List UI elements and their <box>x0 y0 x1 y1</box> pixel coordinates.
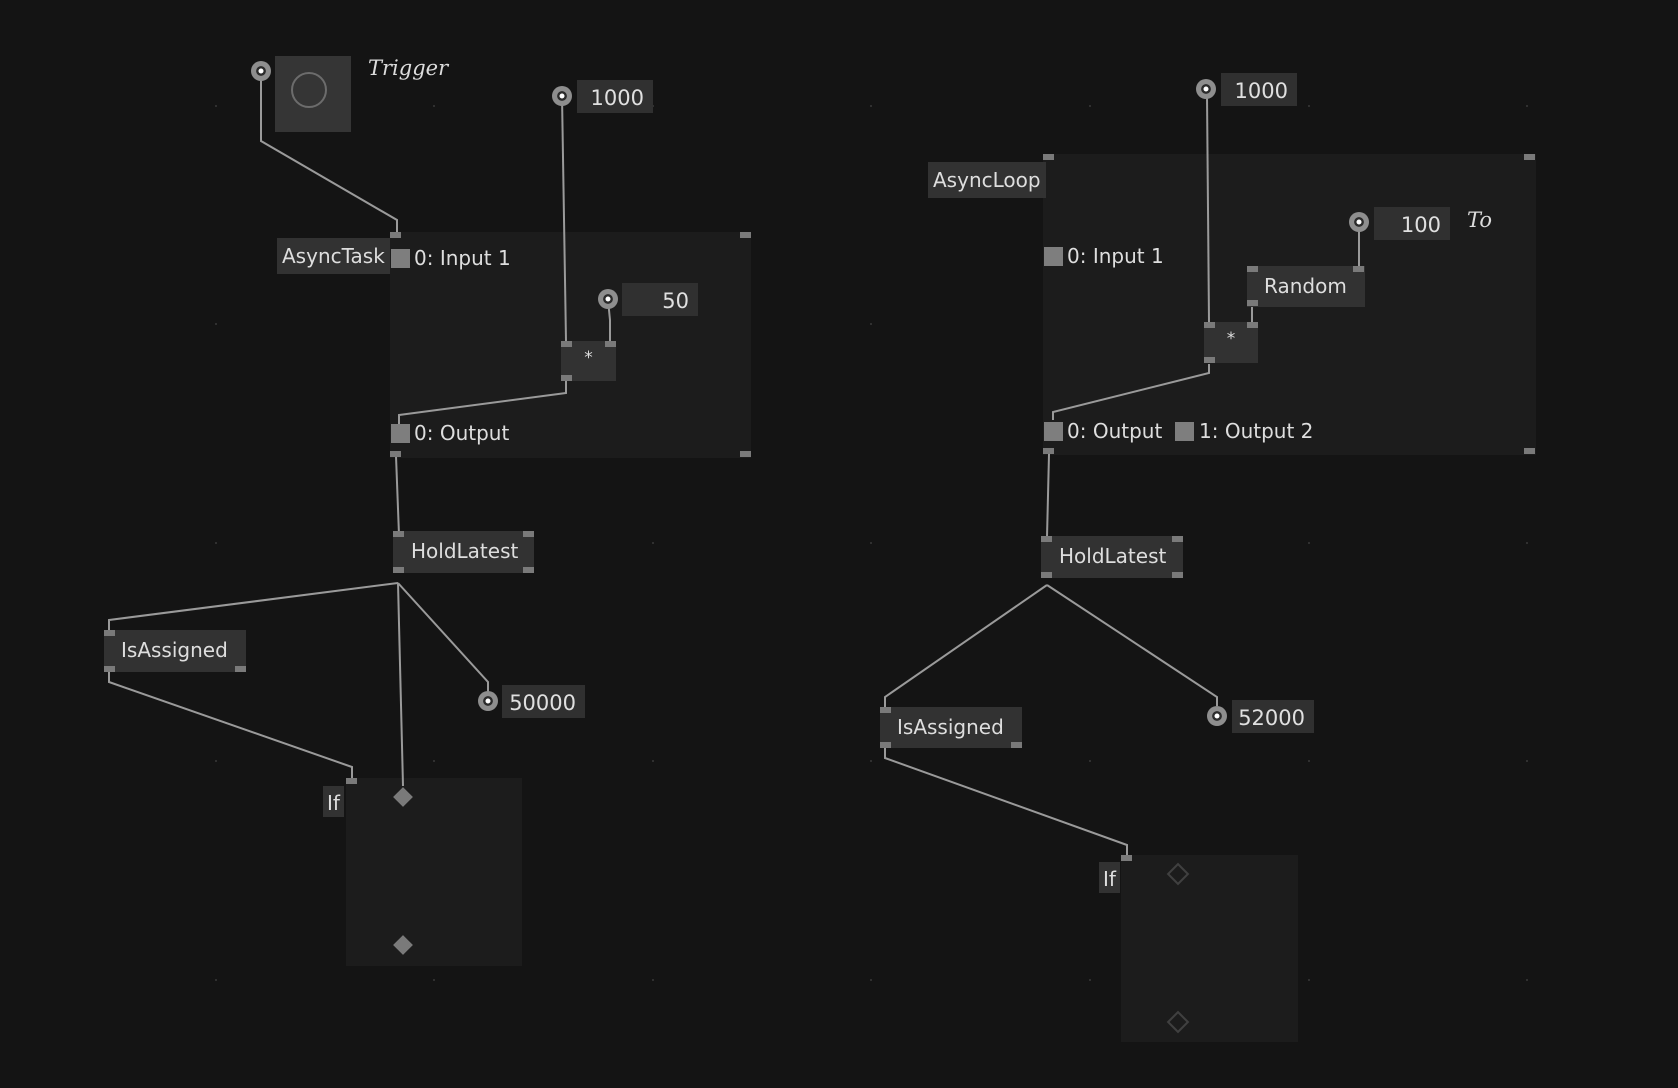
right-hold-latest-out-2[interactable] <box>1172 572 1183 578</box>
trigger-button[interactable] <box>275 56 351 132</box>
right-input-1000-pin[interactable] <box>1196 79 1216 99</box>
input-1000-value[interactable]: 1000 <box>577 80 653 113</box>
multiply-node[interactable]: * <box>561 341 616 381</box>
grid-dot <box>1526 105 1528 107</box>
async-task-output-label: 0: Output <box>414 421 510 445</box>
input-100-pin[interactable] <box>1349 212 1369 232</box>
input-100-value[interactable]: 100 <box>1374 207 1450 240</box>
grid-dot <box>652 760 654 762</box>
if-region-left[interactable] <box>346 778 522 966</box>
async-loop-title[interactable]: AsyncLoop <box>928 162 1046 198</box>
async-task-input-pin[interactable] <box>390 232 401 238</box>
grid-dot <box>1526 542 1528 544</box>
right-hold-latest-out-1[interactable] <box>1041 572 1052 578</box>
async-loop-output-label-0: 0: Output <box>1067 419 1163 443</box>
if-left-condition-pin[interactable] <box>346 778 357 784</box>
grid-dot <box>870 323 872 325</box>
output-50000-value: 50000 <box>502 685 585 718</box>
grid-dot <box>215 542 217 544</box>
right-multiply-node[interactable]: * <box>1204 322 1258 363</box>
grid-dot <box>870 542 872 544</box>
grid-dot <box>1526 979 1528 981</box>
right-is-assigned-in[interactable] <box>880 707 891 713</box>
grid-dot <box>215 760 217 762</box>
right-hold-latest-in-1[interactable] <box>1041 536 1052 542</box>
random-out[interactable] <box>1247 300 1258 306</box>
grid-dot <box>652 542 654 544</box>
right-hold-latest-in-2[interactable] <box>1172 536 1183 542</box>
grid-dot <box>1089 979 1091 981</box>
grid-dot <box>433 979 435 981</box>
async-task-output-pin[interactable] <box>390 451 401 457</box>
async-loop-output-label-1: 1: Output 2 <box>1199 419 1314 443</box>
output-52000-value: 52000 <box>1232 700 1314 733</box>
async-task-input-label: 0: Input 1 <box>414 246 511 270</box>
async-loop-corner-tr[interactable] <box>1524 154 1535 160</box>
if-right-label[interactable]: If <box>1099 862 1120 893</box>
input-1000-pin[interactable] <box>552 86 572 106</box>
if-right-condition-pin[interactable] <box>1121 855 1132 861</box>
async-task-title[interactable]: AsyncTask <box>277 238 390 274</box>
grid-dot <box>215 979 217 981</box>
right-multiply-in-1[interactable] <box>1204 322 1215 328</box>
async-task-input-port[interactable] <box>391 249 410 268</box>
if-left-label[interactable]: If <box>323 786 344 817</box>
grid-dot <box>652 979 654 981</box>
random-node[interactable]: Random <box>1247 266 1365 307</box>
input-100-label: To <box>1467 208 1493 232</box>
grid-dot <box>870 979 872 981</box>
grid-dot <box>1308 760 1310 762</box>
right-is-assigned-node[interactable]: IsAssigned <box>880 707 1022 748</box>
right-multiply-out[interactable] <box>1204 357 1215 363</box>
multiply-in-2[interactable] <box>605 341 616 347</box>
grid-dot <box>870 105 872 107</box>
async-loop-output-port-1[interactable] <box>1175 422 1194 441</box>
output-52000-pin[interactable] <box>1207 706 1227 726</box>
grid-dot <box>433 105 435 107</box>
async-loop-input-label: 0: Input 1 <box>1067 244 1164 268</box>
trigger-pin[interactable] <box>251 61 271 81</box>
is-assigned-out-1[interactable] <box>104 666 115 672</box>
async-task-corner-br[interactable] <box>740 451 751 457</box>
is-assigned-node[interactable]: IsAssigned <box>104 630 246 672</box>
right-multiply-in-2[interactable] <box>1247 322 1258 328</box>
async-task-output-port[interactable] <box>391 424 410 443</box>
right-is-assigned-out-2[interactable] <box>1011 742 1022 748</box>
right-hold-latest-node[interactable]: HoldLatest <box>1041 536 1183 578</box>
random-in-2[interactable] <box>1353 266 1364 272</box>
async-loop-output-pin[interactable] <box>1043 448 1054 454</box>
grid-dot <box>1526 760 1528 762</box>
is-assigned-out-2[interactable] <box>235 666 246 672</box>
hold-latest-out-1[interactable] <box>393 567 404 573</box>
is-assigned-in[interactable] <box>104 630 115 636</box>
right-is-assigned-out-1[interactable] <box>880 742 891 748</box>
hold-latest-node[interactable]: HoldLatest <box>393 531 534 573</box>
multiply-in-1[interactable] <box>561 341 572 347</box>
hold-latest-in-1[interactable] <box>393 531 404 537</box>
async-task-corner-tr[interactable] <box>740 232 751 238</box>
grid-dot <box>433 760 435 762</box>
input-50-value[interactable]: 50 <box>622 283 698 316</box>
right-input-1000-value[interactable]: 1000 <box>1221 73 1297 106</box>
grid-dot <box>1308 542 1310 544</box>
random-in-1[interactable] <box>1247 266 1258 272</box>
async-loop-input-port[interactable] <box>1044 247 1063 266</box>
multiply-out[interactable] <box>561 375 572 381</box>
grid-dot <box>870 760 872 762</box>
grid-dot <box>1089 760 1091 762</box>
output-50000-pin[interactable] <box>478 691 498 711</box>
grid-dot <box>1308 105 1310 107</box>
async-loop-input-pin[interactable] <box>1043 154 1054 160</box>
grid-dot <box>1089 105 1091 107</box>
async-loop-output-port-0[interactable] <box>1044 422 1063 441</box>
grid-dot <box>215 323 217 325</box>
hold-latest-in-2[interactable] <box>523 531 534 537</box>
hold-latest-out-2[interactable] <box>523 567 534 573</box>
if-region-right[interactable] <box>1121 855 1298 1042</box>
input-50-pin[interactable] <box>598 289 618 309</box>
grid-dot <box>1308 979 1310 981</box>
trigger-label: Trigger <box>368 56 449 80</box>
async-loop-corner-br[interactable] <box>1524 448 1535 454</box>
grid-dot <box>215 105 217 107</box>
